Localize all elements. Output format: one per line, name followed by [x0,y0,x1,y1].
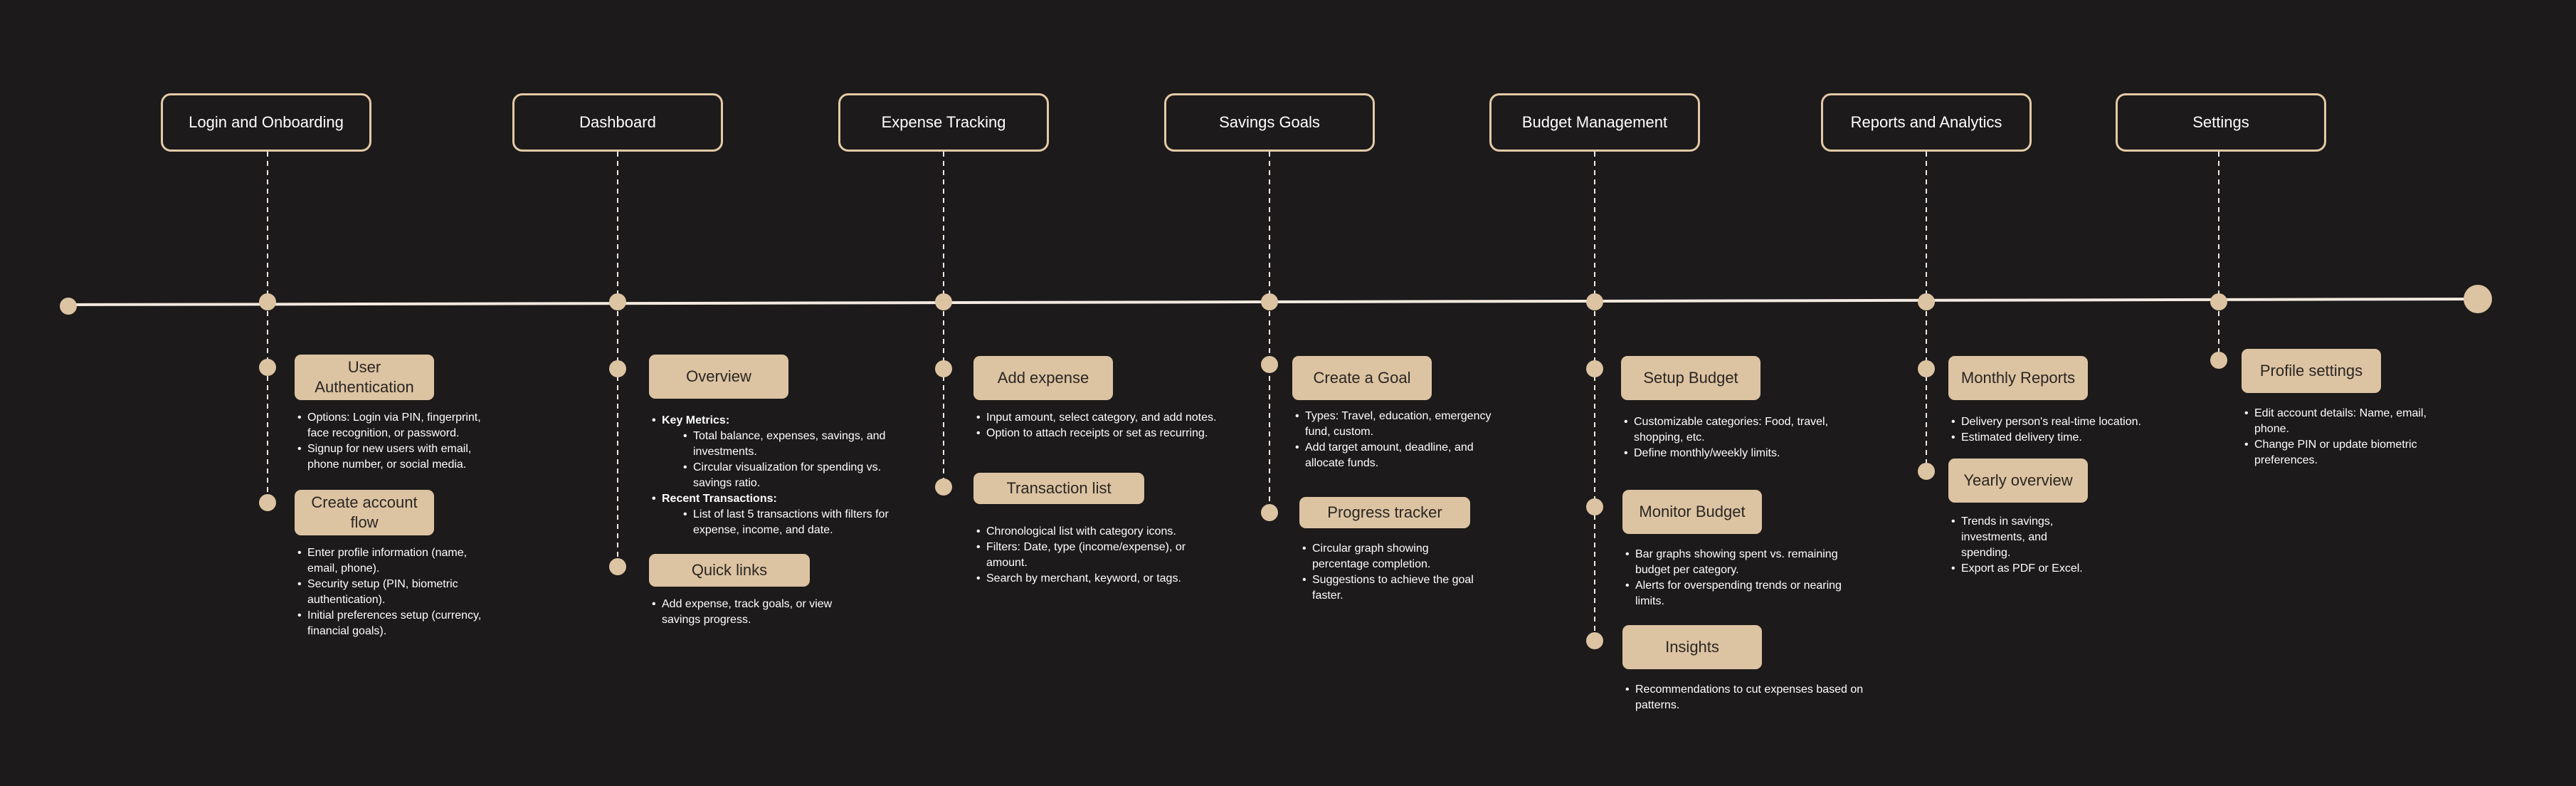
note-item: Bar graphs showing spent vs. remaining b… [1624,547,1866,578]
timeline-node [1586,293,1603,310]
note-item: Edit account details: Name, email, phone… [2243,406,2449,437]
feature-card: Transaction list [973,473,1144,504]
feature-card: Yearly overview [1948,459,2088,503]
note-item: Customizable categories: Food, travel, s… [1622,414,1850,446]
feature-card: Overview [649,355,788,399]
feature-card: Quick links [649,554,810,587]
item-node [1586,498,1603,515]
note-item: Circular visualization for spending vs. … [682,460,907,491]
note-item: Recent Transactions: [650,491,907,507]
item-node [1586,632,1603,649]
note-item: Alerts for overspending trends or nearin… [1624,578,1866,609]
note-item: Option to attach receipts or set as recu… [975,426,1224,441]
section-2-header: Dashboard [512,93,723,152]
note-item: Circular graph showing percentage comple… [1301,541,1486,572]
timeline-node [259,293,276,310]
feature-notes: Options: Login via PIN, fingerprint, fac… [296,410,495,473]
section-5-header: Budget Management [1489,93,1700,152]
item-node [1918,463,1935,480]
note-item: Initial preferences setup (currency, fin… [296,608,495,639]
note-item: Key Metrics: [650,413,907,429]
item-node [1586,360,1603,377]
section-1-header: Login and Onboarding [161,93,371,152]
item-node [1261,356,1278,373]
note-item: Filters: Date, type (income/expense), or… [975,540,1203,571]
item-node [259,359,276,376]
note-item: Total balance, expenses, savings, and in… [682,429,907,460]
item-node [609,558,626,575]
note-item: Search by merchant, keyword, or tags. [975,571,1203,587]
feature-notes: Circular graph showing percentage comple… [1301,541,1486,604]
note-item: Add expense, track goals, or view saving… [650,597,864,628]
item-node [935,360,952,377]
note-item: Suggestions to achieve the goal faster. [1301,572,1486,604]
feature-notes: Recommendations to cut expenses based on… [1624,682,1866,713]
feature-notes: Edit account details: Name, email, phone… [2243,406,2449,468]
timeline-node [609,293,626,310]
timeline-node [1261,293,1278,310]
feature-card: Monthly Reports [1948,356,2088,400]
note-item: Export as PDF or Excel. [1950,561,2085,577]
feature-card: Progress tracker [1299,497,1470,528]
feature-notes: Add expense, track goals, or view saving… [650,597,864,628]
feature-card: Add expense [973,356,1113,400]
note-item: Define monthly/weekly limits. [1622,446,1850,461]
item-node [935,478,952,496]
timeline-end-node [2464,285,2492,313]
note-item: Enter profile information (name, email, … [296,545,495,577]
note-item: Estimated delivery time. [1950,430,2178,446]
timeline-node [935,293,952,310]
note-item: Signup for new users with email, phone n… [296,441,495,473]
section-7-header: Settings [2116,93,2326,152]
item-node [2210,352,2227,369]
item-node [1261,504,1278,521]
feature-notes: Key Metrics:Total balance, expenses, sav… [650,413,907,538]
feature-card: Setup Budget [1621,356,1761,400]
note-item: Types: Travel, education, emergency fund… [1294,409,1507,440]
section-4-header: Savings Goals [1164,93,1375,152]
feature-notes: Customizable categories: Food, travel, s… [1622,414,1850,461]
feature-card: Monitor Budget [1622,490,1762,534]
section-6-header: Reports and Analytics [1821,93,2032,152]
feature-notes: Delivery person's real-time location.Est… [1950,414,2178,446]
feature-notes: Trends in savings, investments, and spen… [1950,514,2085,577]
note-item: Input amount, select category, and add n… [975,410,1224,426]
feature-notes: Types: Travel, education, emergency fund… [1294,409,1507,471]
note-item: Options: Login via PIN, fingerprint, fac… [296,410,495,441]
note-item: Add target amount, deadline, and allocat… [1294,440,1507,471]
note-item: Change PIN or update biometric preferenc… [2243,437,2449,468]
feature-card: Create account flow [295,490,434,535]
feature-notes: Input amount, select category, and add n… [975,410,1224,441]
item-node [259,494,276,511]
feature-notes: Chronological list with category icons.F… [975,524,1203,587]
feature-card: User Authentication [295,355,434,400]
note-item: Chronological list with category icons. [975,524,1203,540]
timeline-node [1918,293,1935,310]
note-item: Security setup (PIN, biometric authentic… [296,577,495,608]
note-item: List of last 5 transactions with filters… [682,507,907,538]
note-item: Delivery person's real-time location. [1950,414,2178,430]
feature-notes: Enter profile information (name, email, … [296,545,495,639]
timeline-node [2210,293,2227,310]
feature-card: Profile settings [2242,349,2381,393]
feature-card: Create a Goal [1292,356,1432,400]
item-node [1918,360,1935,377]
feature-card: Insights [1622,625,1762,669]
section-3-header: Expense Tracking [838,93,1049,152]
timeline-start-node [60,298,77,315]
note-item: Trends in savings, investments, and spen… [1950,514,2085,561]
note-item: Recommendations to cut expenses based on… [1624,682,1866,713]
feature-notes: Bar graphs showing spent vs. remaining b… [1624,547,1866,609]
item-node [609,360,626,377]
